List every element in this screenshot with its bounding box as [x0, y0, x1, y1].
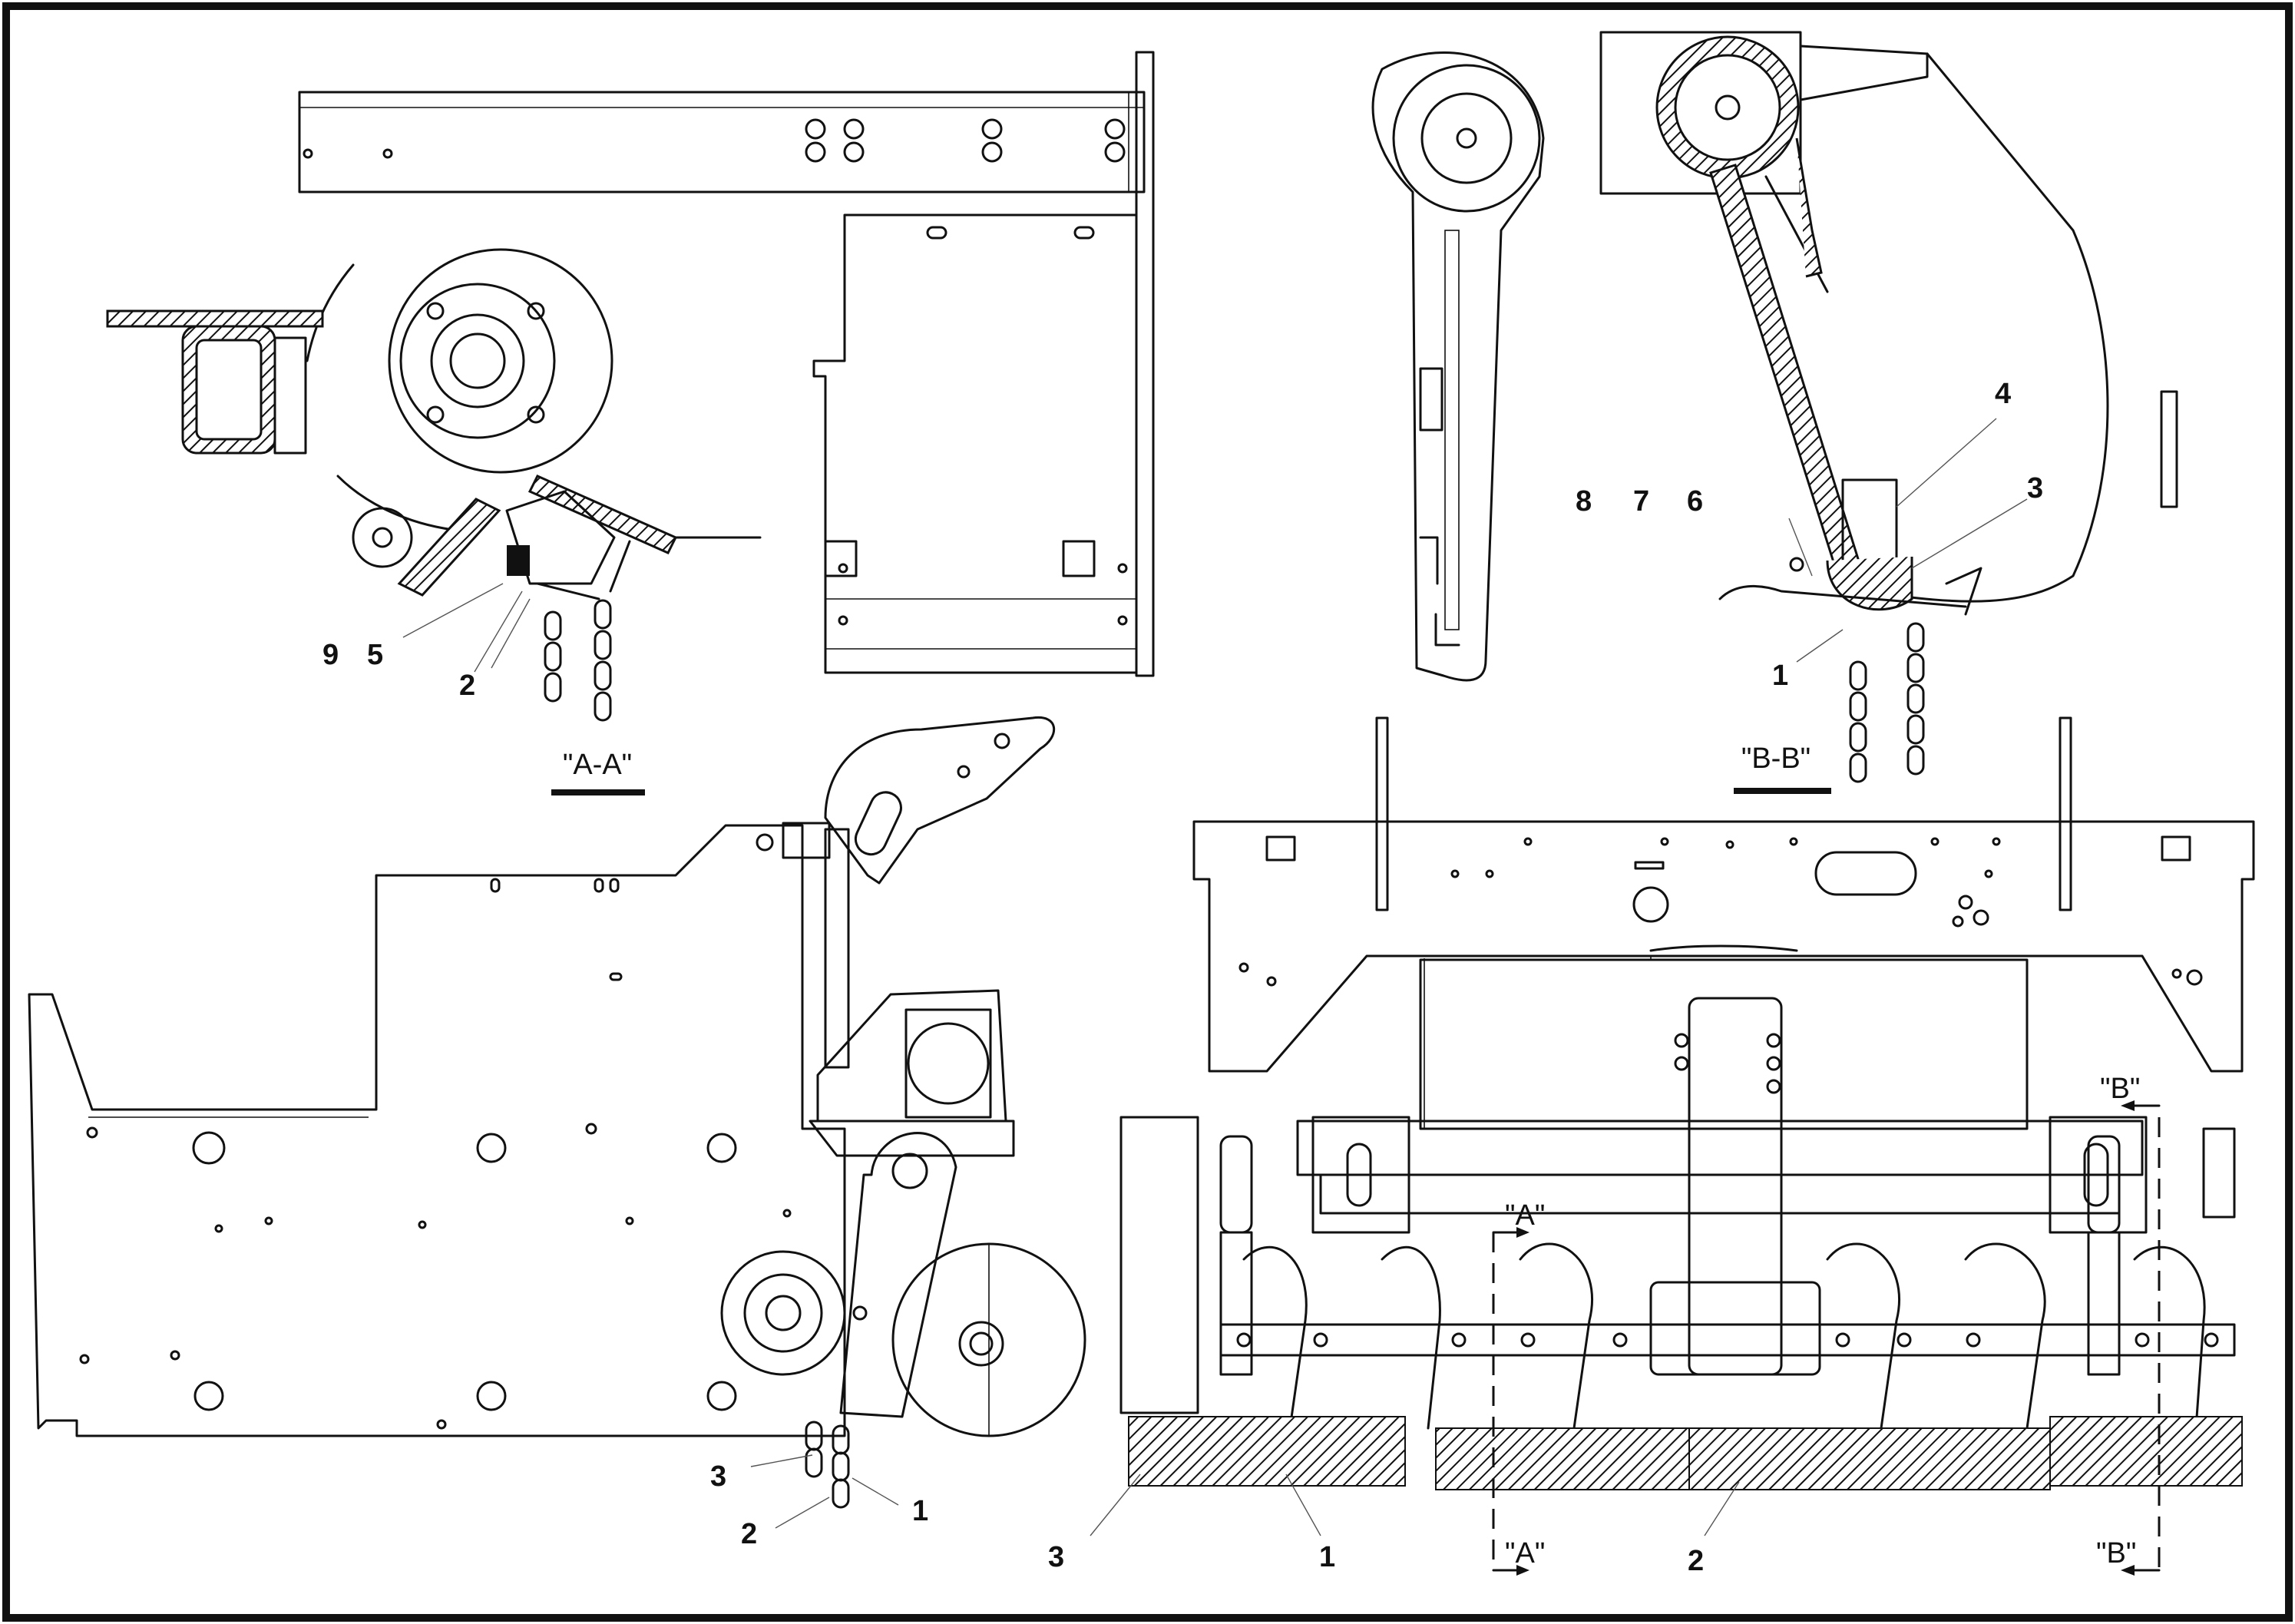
callout-aa-5: 5 [367, 639, 383, 671]
callout-aa-2: 2 [459, 670, 475, 702]
front-view [1090, 716, 2255, 1576]
callout-side-2: 2 [741, 1518, 757, 1550]
callout-bb-4: 4 [1995, 378, 2011, 410]
callout-front-3: 3 [1048, 1541, 1064, 1573]
section-title-a-a: "A-A" [563, 749, 632, 781]
section-view-b-b [1371, 31, 2178, 783]
cut-label-b-bottom: "B" [2096, 1537, 2136, 1569]
side-view [28, 716, 1086, 1529]
callout-side-3: 3 [710, 1460, 726, 1493]
cut-label-a-top: "A" [1505, 1199, 1545, 1232]
callout-front-2: 2 [1688, 1545, 1704, 1577]
callout-aa-9: 9 [322, 639, 339, 671]
callout-front-1: 1 [1319, 1541, 1335, 1573]
callout-bb-6: 6 [1687, 485, 1703, 518]
cut-label-b-top: "B" [2100, 1073, 2140, 1105]
callout-side-1: 1 [912, 1495, 928, 1527]
section-view-a-a [106, 51, 1155, 722]
cut-label-a-bottom: "A" [1505, 1537, 1545, 1569]
callout-bb-7: 7 [1633, 485, 1649, 518]
callout-bb-1: 1 [1772, 660, 1788, 692]
section-title-b-b: "B-B" [1741, 743, 1811, 775]
chain-curtain [1128, 1416, 2243, 1490]
callout-bb-3: 3 [2027, 472, 2043, 504]
callout-bb-8: 8 [1576, 485, 1592, 518]
